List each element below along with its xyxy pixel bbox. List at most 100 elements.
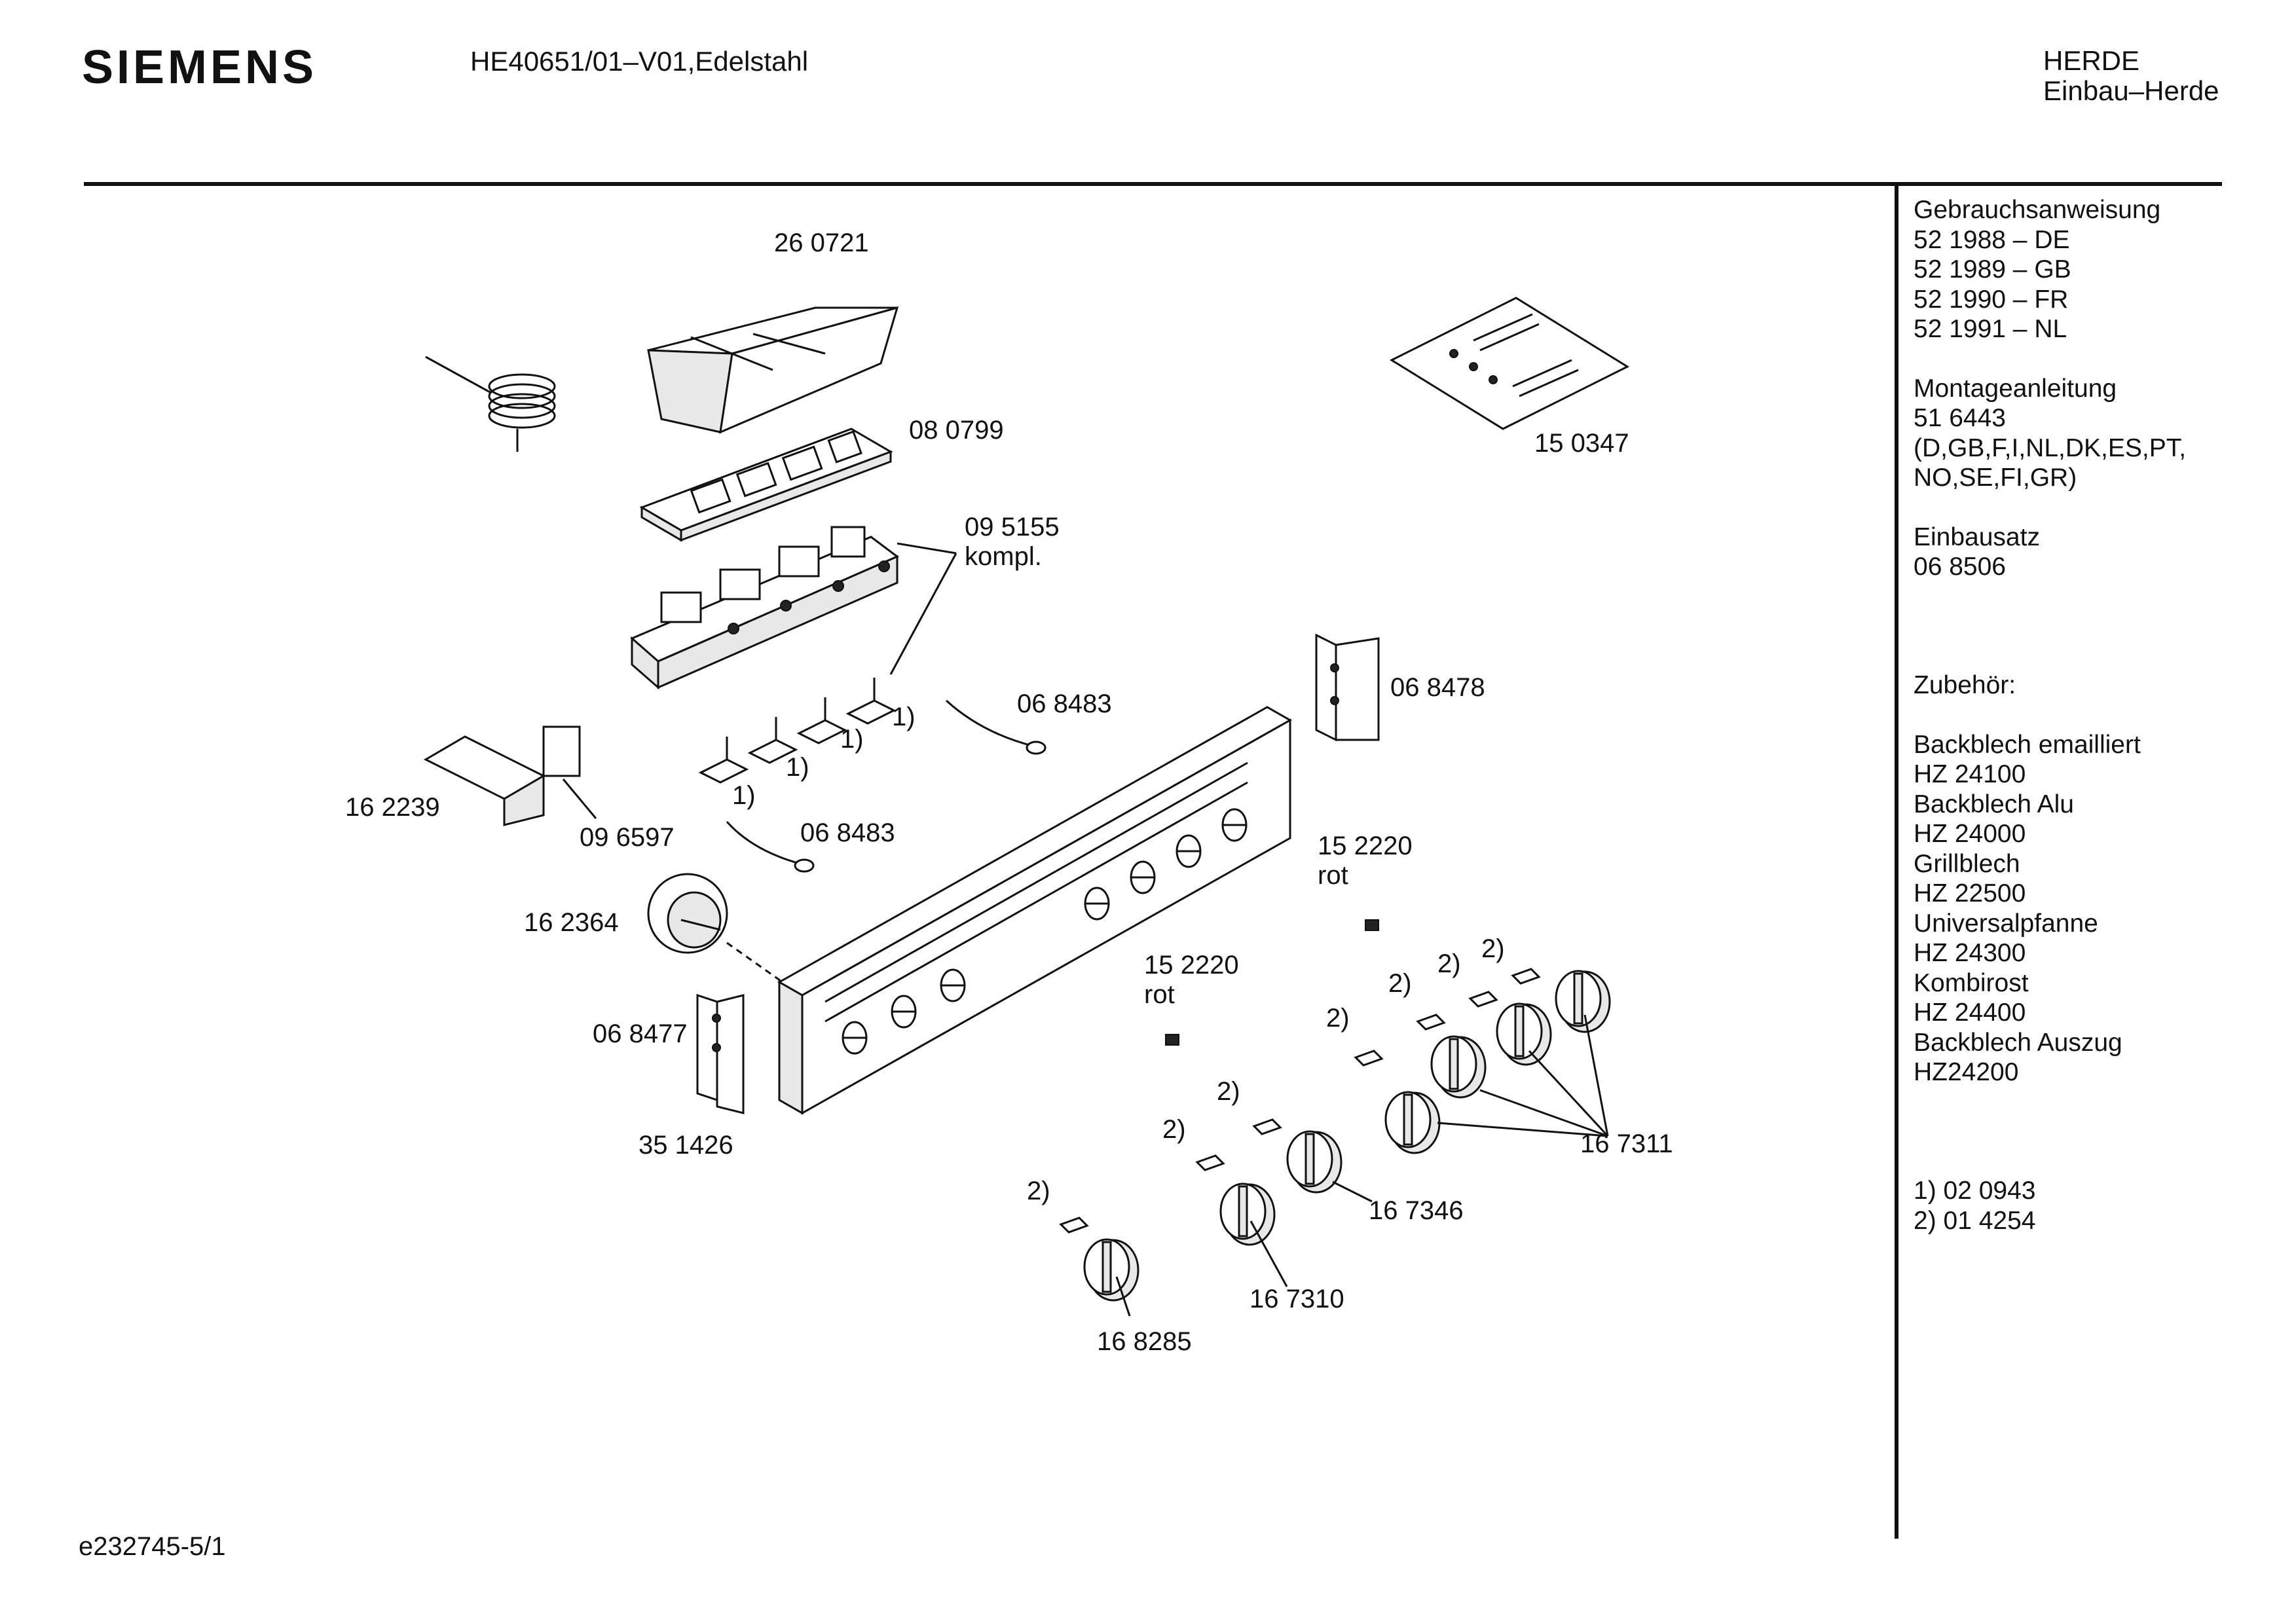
- panel-knob-symbol: [1221, 808, 1248, 842]
- legend-block: Zubehör:: [1914, 670, 2280, 701]
- part-label: 16 8285: [1097, 1327, 1192, 1356]
- footnote-mark: 2): [1388, 969, 1412, 998]
- switch-block-095155: [630, 526, 899, 690]
- spring-washer: [1252, 1118, 1282, 1135]
- part-label: 16 2364: [524, 908, 619, 937]
- legend-line: Gebrauchsanweisung: [1914, 196, 2161, 224]
- part-label: 16 2239: [345, 793, 440, 822]
- header-divider: [84, 182, 2222, 186]
- part-label: 09 5155: [965, 513, 1060, 541]
- control-knob: [1219, 1182, 1276, 1246]
- legend-line: NO,SE,FI,GR): [1914, 464, 2077, 492]
- part-label: 06 8478: [1390, 673, 1485, 702]
- legend-line: Kombirost: [1914, 968, 2029, 997]
- leader-line: [562, 779, 597, 819]
- spring-washer: [1059, 1217, 1089, 1234]
- legend-line: 06 8506: [1914, 553, 2006, 581]
- control-knob: [1496, 1002, 1552, 1066]
- panel-knob-symbol: [1130, 860, 1156, 894]
- spring-washer: [1354, 1050, 1384, 1067]
- control-knob: [1555, 970, 1611, 1033]
- spring-washer: [1468, 991, 1498, 1008]
- footnote-mark: 1): [786, 753, 809, 782]
- spring-washer: [1195, 1154, 1225, 1171]
- cable-sensor-068483-b: [726, 821, 815, 873]
- footnote-mark: 2): [1326, 1004, 1350, 1033]
- spring-washer: [1416, 1014, 1446, 1031]
- category-header: HERDE Einbau–Herde: [2043, 46, 2219, 106]
- legend-line: Zubehör:: [1914, 671, 2016, 699]
- control-knob: [1083, 1238, 1139, 1302]
- part-label: 09 6597: [580, 823, 675, 852]
- panel-knob-symbol: [1176, 834, 1202, 868]
- bracket-068477: [696, 993, 745, 1114]
- legend-line: 52 1991 – NL: [1914, 315, 2067, 343]
- tray-part-260721: [647, 306, 899, 434]
- legend-line: Grillblech: [1914, 849, 2020, 878]
- control-knob: [1384, 1091, 1441, 1154]
- leader-line: [726, 942, 783, 983]
- sidebar-divider: [1895, 186, 1898, 1539]
- part-label: 15 2220: [1144, 951, 1239, 980]
- category-main: HERDE: [2043, 45, 2140, 76]
- spring-washer: [1511, 968, 1541, 985]
- legend-line: (D,GB,F,I,NL,DK,ES,PT,: [1914, 433, 2187, 462]
- legend-line: 52 1990 – FR: [1914, 285, 2069, 314]
- legend-line: 51 6443: [1914, 404, 2006, 432]
- part-label: 16 7311: [1580, 1129, 1673, 1158]
- legend-line: Montageanleitung: [1914, 374, 2117, 403]
- part-label: 15 0347: [1534, 429, 1629, 458]
- model-title: HE40651/01–V01,Edelstahl: [470, 46, 809, 77]
- part-label: 06 8477: [593, 1019, 688, 1048]
- panel-knob-symbol: [891, 995, 917, 1029]
- legend-line: HZ 24100: [1914, 760, 2026, 788]
- legend-line: Backblech Auszug: [1914, 1028, 2122, 1057]
- footnote-mark: 1): [732, 781, 756, 810]
- brand-logo: SIEMENS: [82, 41, 318, 94]
- legend-line: Backblech Alu: [1914, 790, 2074, 818]
- part-label: 16 7310: [1250, 1285, 1344, 1313]
- legend-line: 52 1989 – GB: [1914, 255, 2071, 284]
- part-label: 08 0799: [909, 416, 1004, 445]
- control-knob: [1430, 1035, 1487, 1099]
- legend-line: 1) 02 0943: [1914, 1177, 2036, 1205]
- leader-line: [889, 553, 957, 675]
- legend-line: HZ 22500: [1914, 879, 2026, 907]
- footnote-mark: 2): [1217, 1077, 1240, 1106]
- control-panel-351426: [777, 706, 1293, 1115]
- footnote-mark: 1): [892, 703, 916, 731]
- legend-line: Universalpfanne: [1914, 909, 2098, 938]
- timer-162364: [647, 873, 728, 954]
- part-label: 15 2220: [1318, 832, 1413, 860]
- part-label: rot: [1318, 861, 1348, 890]
- part-label: rot: [1144, 980, 1175, 1009]
- footnote-mark: 2): [1437, 949, 1461, 978]
- part-label: kompl.: [965, 542, 1042, 571]
- panel-knob-symbol: [842, 1021, 868, 1055]
- part-label: 06 8483: [800, 818, 895, 847]
- legend-line: HZ 24400: [1914, 998, 2026, 1027]
- panel-knob-symbol: [940, 968, 966, 1002]
- micro-switch-row: [698, 678, 897, 784]
- part-label: 35 1426: [639, 1131, 733, 1160]
- part-label: 06 8483: [1017, 689, 1112, 718]
- panel-knob-symbol: [1084, 887, 1110, 921]
- clip-152220-a: [1365, 919, 1379, 931]
- knob-leader-lines: [1115, 1014, 1609, 1317]
- clip-152220-b: [1165, 1034, 1179, 1046]
- thermostat-162239: [423, 356, 581, 826]
- control-knob: [1286, 1130, 1342, 1194]
- footnote-mark: 2): [1027, 1177, 1050, 1205]
- footnote-mark: 1): [840, 725, 864, 754]
- screw-bag-150347: [1389, 297, 1630, 430]
- legend-line: HZ24200: [1914, 1058, 2019, 1086]
- frame-part-080799: [639, 428, 893, 542]
- leader-line: [897, 542, 957, 555]
- legend-line: Einbausatz: [1914, 522, 2040, 551]
